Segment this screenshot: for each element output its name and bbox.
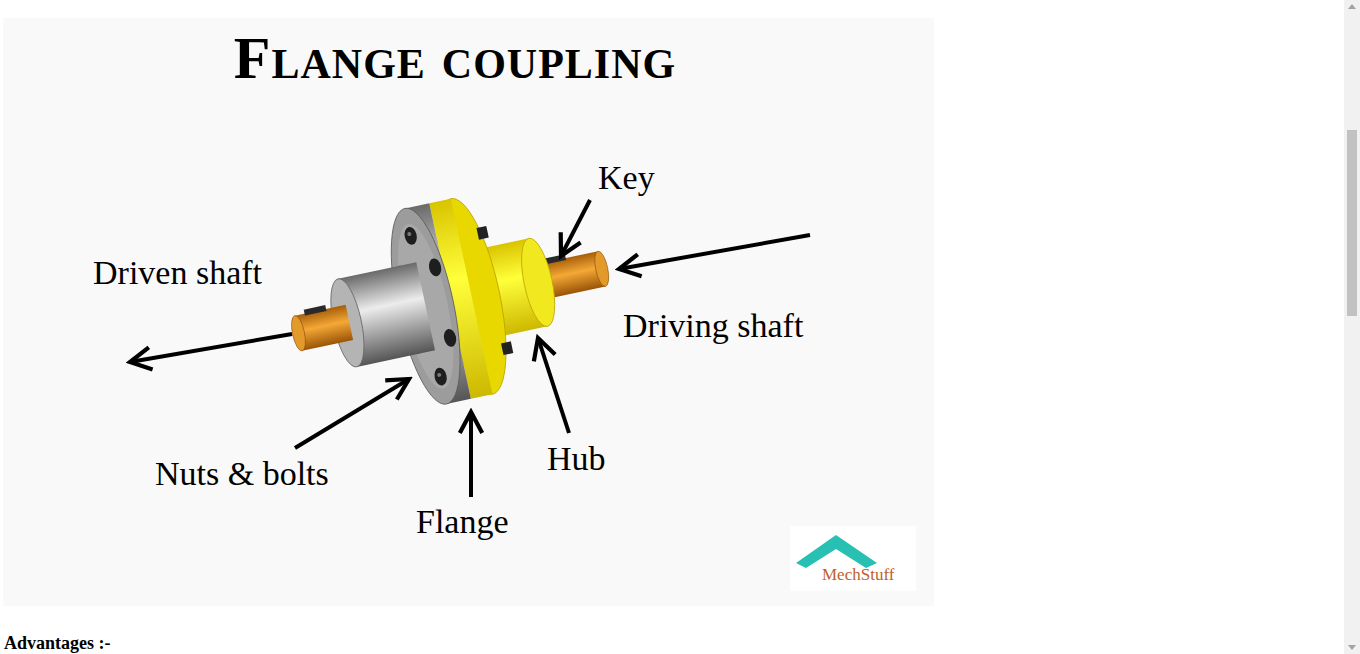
- part-label: Driving shaft: [623, 309, 803, 343]
- part-label: Hub: [547, 442, 606, 476]
- part-label: Flange: [416, 505, 509, 539]
- part-label: Driven shaft: [93, 256, 262, 290]
- section-heading: Advantages :-: [4, 634, 111, 652]
- part-label: Key: [598, 161, 655, 195]
- part-label: Nuts & bolts: [155, 457, 329, 491]
- logo-watermark: MechStuff: [822, 566, 894, 583]
- diagram-title: Flange coupling: [0, 28, 910, 88]
